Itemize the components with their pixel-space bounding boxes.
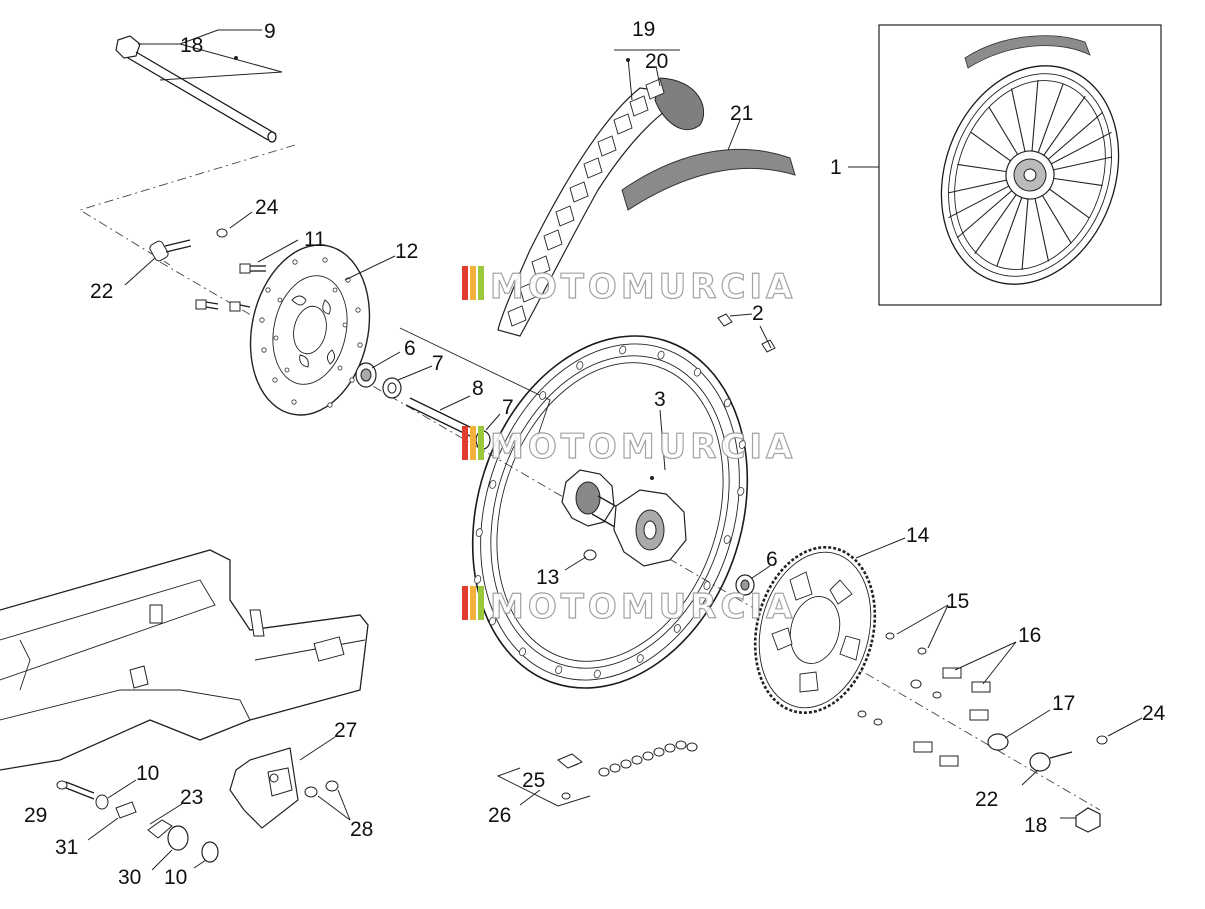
label-15: 15 — [946, 590, 969, 613]
label-12: 12 — [395, 240, 418, 263]
label-18-axle: 18 — [180, 34, 203, 57]
label-6-left: 6 — [404, 337, 416, 360]
label-20: 20 — [645, 50, 668, 73]
assembly-axis-line — [159, 261, 1101, 811]
main-rim-part — [471, 313, 776, 689]
label-9: 9 — [264, 20, 276, 43]
label-6-right: 6 — [766, 548, 778, 571]
label-1: 1 — [830, 156, 842, 179]
label-14: 14 — [906, 524, 930, 547]
bearings-spacers — [355, 362, 755, 596]
complete-wheel-inset — [848, 24, 1162, 306]
watermark-text-bottom: MOTOMURCIA — [490, 587, 796, 627]
label-27: 27 — [334, 719, 357, 742]
label-28: 28 — [350, 818, 373, 841]
inner-tube-part — [621, 148, 796, 211]
hub-part — [561, 469, 687, 567]
label-21: 21 — [730, 102, 753, 125]
watermark-text-top: MOTOMURCIA — [490, 267, 796, 307]
label-24-left: 24 — [255, 196, 279, 219]
label-11: 11 — [304, 228, 326, 251]
sprocket-part — [753, 545, 877, 715]
swingarm-part — [0, 549, 369, 771]
label-31: 31 — [55, 836, 78, 859]
label-10-bottom: 10 — [164, 866, 187, 889]
spacer-group-bracket — [399, 327, 551, 451]
label-18-right: 18 — [1024, 814, 1047, 837]
label-22-left: 22 — [90, 280, 113, 303]
label-2: 2 — [752, 302, 764, 325]
label-22-right: 22 — [975, 788, 998, 811]
sprocket-bolts — [857, 632, 1108, 833]
label-16: 16 — [1018, 624, 1041, 647]
label-26: 26 — [488, 804, 511, 827]
chain-slider-part — [229, 747, 339, 829]
label-8: 8 — [472, 377, 484, 400]
watermark-top: MOTOMURCIA — [462, 266, 796, 308]
watermark-text-middle: MOTOMURCIA — [490, 427, 796, 467]
disc-bolts — [149, 228, 266, 312]
label-30: 30 — [118, 866, 141, 889]
brake-disc-part — [249, 244, 371, 416]
watermark-bottom: MOTOMURCIA — [462, 586, 796, 628]
watermark-middle: MOTOMURCIA — [462, 426, 796, 468]
label-29: 29 — [24, 804, 47, 827]
label-7-right: 7 — [502, 396, 514, 419]
label-17: 17 — [1052, 692, 1075, 715]
label-25: 25 — [522, 769, 545, 792]
label-3: 3 — [654, 388, 666, 411]
bushings-part — [56, 780, 219, 863]
tyre-part — [497, 77, 705, 337]
label-10-top: 10 — [136, 762, 159, 785]
label-24-right: 24 — [1142, 702, 1166, 725]
label-13: 13 — [536, 566, 559, 589]
label-7-left: 7 — [432, 352, 444, 375]
label-19: 19 — [632, 18, 655, 41]
label-23: 23 — [180, 786, 203, 809]
chain-part — [496, 740, 698, 807]
axle-part — [78, 29, 296, 266]
